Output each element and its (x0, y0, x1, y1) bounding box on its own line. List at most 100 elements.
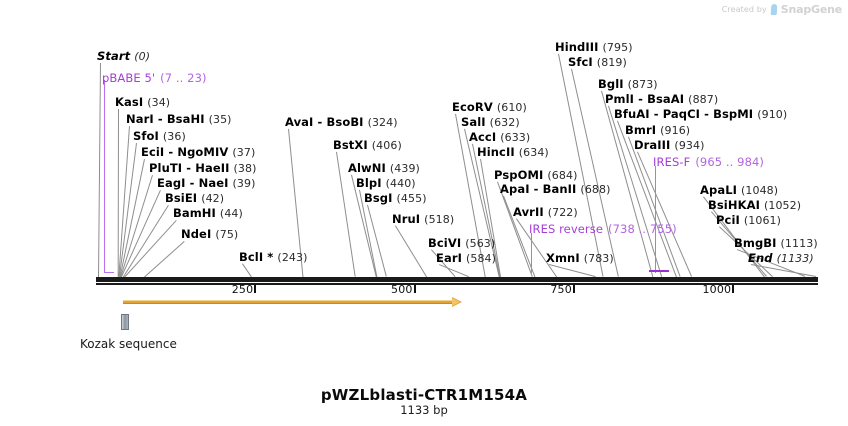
site-name: BamHI (173, 206, 216, 220)
feature-position: (7 .. 23) (160, 71, 207, 85)
ires-f-feature-connector (655, 166, 656, 273)
site-position: (1048) (741, 184, 779, 197)
site-label-ndei[interactable]: NdeI(75) (181, 227, 238, 241)
feature-name: IRES reverse (529, 222, 604, 236)
site-label-bcivi[interactable]: BciVI(563) (428, 236, 495, 250)
pbabe-5prime-feature-label[interactable]: pBABE 5'(7 .. 23) (102, 71, 207, 85)
site-label-pspomi[interactable]: PspOMI(684) (494, 168, 578, 182)
site-name: EagI - NaeI (157, 176, 229, 190)
site-label-bmri[interactable]: BmrI(916) (625, 123, 690, 137)
site-position: (243) (277, 251, 308, 264)
site-label-nari-bsahi[interactable]: NarI - BsaHI(35) (126, 112, 232, 126)
site-name: Start (97, 49, 131, 63)
site-label-sfoi[interactable]: SfoI(36) (133, 129, 186, 143)
site-position: (440) (385, 177, 416, 190)
site-name: BclI * (239, 250, 274, 264)
site-label-ecii-ngomiv[interactable]: EciI - NgoMIV(37) (141, 145, 255, 159)
site-name: BlpI (356, 176, 382, 190)
site-position: (887) (688, 93, 719, 106)
site-name: End (748, 251, 773, 265)
site-label-hincii[interactable]: HincII(634) (477, 145, 549, 159)
site-name: SfcI (568, 55, 593, 69)
site-position: (563) (465, 237, 496, 250)
ruler-tick-500 (413, 285, 416, 293)
site-name: SfoI (133, 129, 159, 143)
site-label-bmgbi[interactable]: BmgBI(1113) (734, 236, 818, 250)
site-label-avrii[interactable]: AvrII(722) (513, 205, 578, 219)
orf-arrow-head-highlight (452, 298, 461, 306)
site-position: (406) (371, 139, 402, 152)
site-label-bsihkai[interactable]: BsiHKAI(1052) (708, 198, 801, 212)
feature-name: IRES-F (653, 155, 691, 169)
site-label-pcii[interactable]: PciI(1061) (716, 213, 781, 227)
site-label-xmni[interactable]: XmnI(783) (546, 251, 614, 265)
ires-reverse-feature-label[interactable]: IRES reverse (738 .. 755) (529, 222, 677, 236)
orf-arrow[interactable] (122, 297, 463, 307)
kozak-sequence-label: Kozak sequence (80, 337, 177, 351)
site-label-eagi-naei[interactable]: EagI - NaeI(39) (157, 176, 255, 190)
leader-line-kasi (117, 109, 119, 278)
site-name: AvaI - BsoBI (285, 115, 364, 129)
site-position: (795) (602, 41, 633, 54)
site-label-hindiii[interactable]: HindIII(795) (555, 40, 633, 54)
kozak-sequence-marker[interactable] (121, 314, 130, 330)
start-marker-label[interactable]: Start(0) (97, 49, 150, 63)
site-label-bfuai-paqci-bspmi[interactable]: BfuAI - PaqCI - BspMI(910) (614, 107, 787, 121)
site-label-bstxi[interactable]: BstXI(406) (333, 138, 402, 152)
end-marker-label[interactable]: End(1133) (748, 251, 814, 265)
site-label-bamhi[interactable]: BamHI(44) (173, 206, 243, 220)
site-label-eari[interactable]: EarI(584) (436, 251, 496, 265)
site-name: HincII (477, 145, 515, 159)
ruler-tick-label-250: 250 (231, 283, 254, 296)
site-label-acci[interactable]: AccI(633) (469, 130, 530, 144)
sequence-backbone (96, 277, 818, 282)
site-position: (632) (489, 116, 520, 129)
site-name: NarI - BsaHI (126, 112, 205, 126)
site-label-bsgi[interactable]: BsgI(455) (364, 191, 427, 205)
site-label-pluti-haeii[interactable]: PluTI - HaeII(38) (149, 161, 257, 175)
site-position: (0) (134, 50, 151, 63)
site-name: ApaI - BanII (500, 182, 577, 196)
site-position: (37) (232, 146, 256, 159)
site-position: (1052) (763, 199, 802, 212)
site-label-alwni[interactable]: AlwNI(439) (348, 161, 420, 175)
site-position: (934) (674, 139, 705, 152)
site-name: BciVI (428, 236, 462, 250)
site-label-bcli[interactable]: BclI *(243) (239, 250, 308, 264)
site-label-draiii[interactable]: DraIII(934) (634, 138, 705, 152)
site-position: (684) (547, 169, 578, 182)
ruler-tick-250 (254, 285, 257, 293)
site-name: AvrII (513, 205, 544, 219)
site-label-ecorv[interactable]: EcoRV(610) (452, 100, 527, 114)
site-name: BsiHKAI (708, 198, 760, 212)
site-position: (439) (389, 162, 420, 175)
site-name: PspOMI (494, 168, 544, 182)
site-position: (39) (232, 177, 256, 190)
site-position: (916) (660, 124, 691, 137)
site-name: XmnI (546, 251, 580, 265)
site-name: NdeI (181, 227, 212, 241)
leader-line-ndei (143, 241, 185, 278)
ires-f-feature-label[interactable]: IRES-F(965 .. 984) (653, 155, 764, 169)
site-label-blpi[interactable]: BlpI(440) (356, 176, 416, 190)
site-label-avai-bsobi[interactable]: AvaI - BsoBI(324) (285, 115, 398, 129)
site-position: (1061) (743, 214, 782, 227)
site-label-bgli[interactable]: BglI(873) (598, 77, 658, 91)
leader-line-bsiei (122, 205, 169, 278)
site-position: (1113) (780, 237, 818, 250)
site-label-apali[interactable]: ApaLI(1048) (700, 183, 778, 197)
site-label-bsiei[interactable]: BsiEI(42) (165, 191, 224, 205)
feature-position: (738 .. 755) (608, 222, 677, 236)
ires-f-feature-span-bar[interactable] (655, 270, 669, 273)
site-label-sfci[interactable]: SfcI(819) (568, 55, 627, 69)
site-label-nrui[interactable]: NruI(518) (392, 212, 454, 226)
snapgene-credit: Created by SnapGene (722, 3, 842, 16)
site-name: EciI - NgoMIV (141, 145, 229, 159)
site-label-kasi[interactable]: KasI(34) (115, 95, 170, 109)
site-label-pmli-bsaai[interactable]: PmlI - BsaAI(887) (605, 92, 718, 106)
orf-arrow-shaft (122, 300, 454, 304)
site-label-sali[interactable]: SalI(632) (461, 115, 520, 129)
pbabe-5prime-feature-connector (104, 80, 114, 273)
site-label-apai-banii[interactable]: ApaI - BanII(688) (500, 182, 611, 196)
